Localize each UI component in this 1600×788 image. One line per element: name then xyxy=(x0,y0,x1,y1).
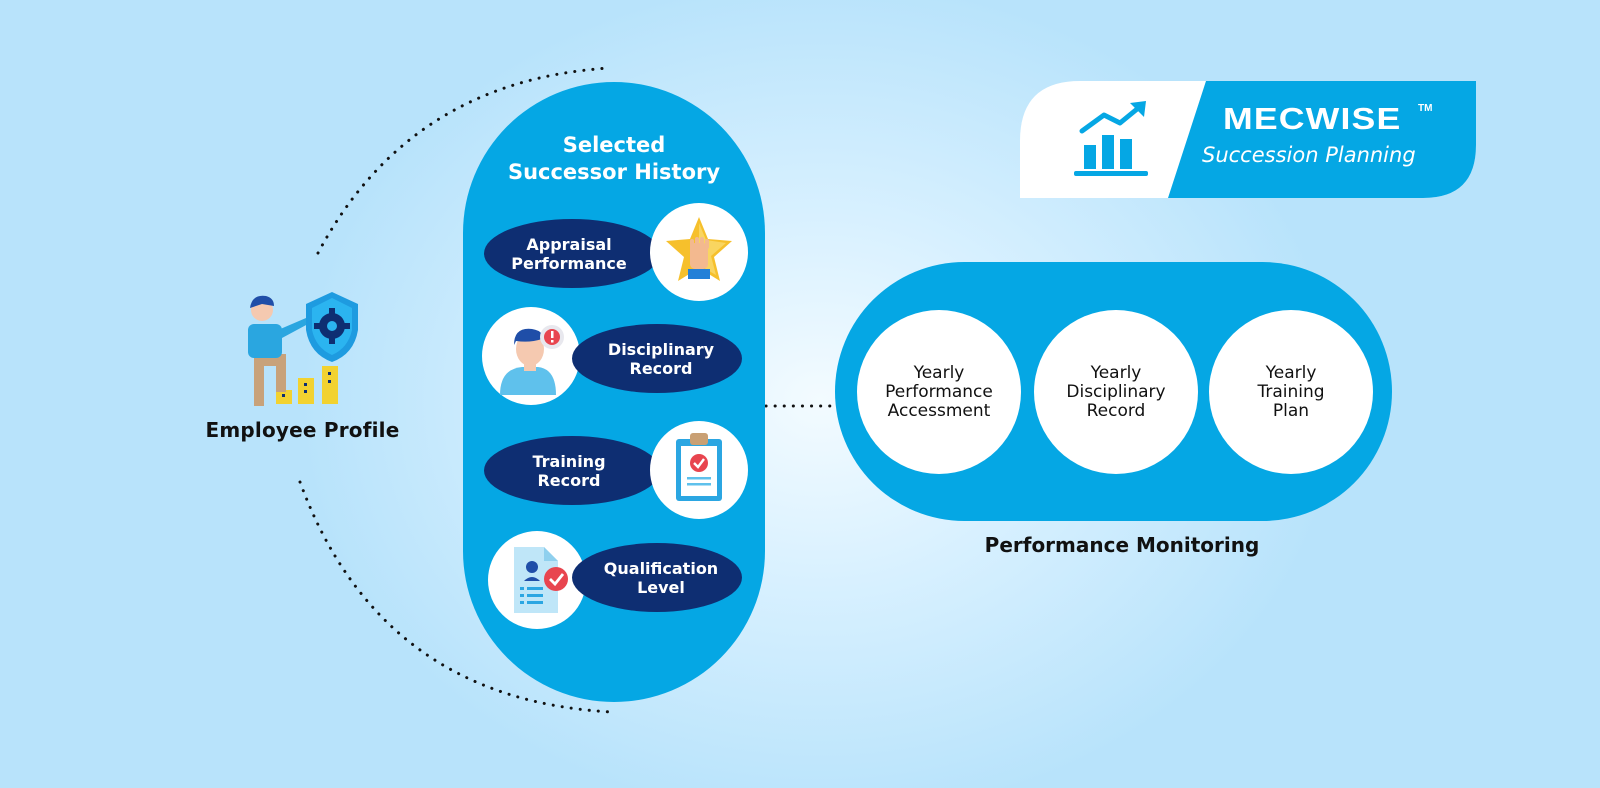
appraisal-performance-pill: Appraisal Performance xyxy=(484,219,660,288)
successor-history-title: Selected Successor History xyxy=(507,133,721,184)
yearly-training-plan-circle: Yearly Training Plan xyxy=(1209,310,1373,474)
appraisal-icon-circle xyxy=(650,203,748,301)
qualification-level-pill: Qualification Level xyxy=(572,543,742,612)
document-check-icon xyxy=(514,547,568,613)
brand-trademark: TM xyxy=(1418,103,1433,114)
training-icon-circle xyxy=(650,421,748,519)
star-fist-icon xyxy=(666,217,732,281)
disciplinary-icon-circle xyxy=(482,307,580,405)
employee-shield-gear-icon xyxy=(248,292,358,406)
training-record-pill: Training Record xyxy=(484,436,660,505)
performance-monitoring-label: Performance Monitoring xyxy=(984,533,1260,557)
qualification-icon-circle xyxy=(488,531,586,629)
growth-chart-icon xyxy=(1074,101,1148,176)
employee-profile-label: Employee Profile xyxy=(205,418,400,442)
clipboard-check-icon xyxy=(676,433,722,501)
brand-name: MECWISE xyxy=(1223,101,1402,136)
brand-banner: MECWISE TM Succession Planning xyxy=(1020,81,1476,198)
yearly-performance-assessment-circle: Yearly Performance Accessment xyxy=(857,310,1021,474)
disciplinary-record-pill: Disciplinary Record xyxy=(572,324,742,393)
yearly-disciplinary-record-circle: Yearly Disciplinary Record xyxy=(1034,310,1198,474)
brand-product-name: Succession Planning xyxy=(1202,143,1416,167)
person-alert-icon xyxy=(500,325,564,395)
